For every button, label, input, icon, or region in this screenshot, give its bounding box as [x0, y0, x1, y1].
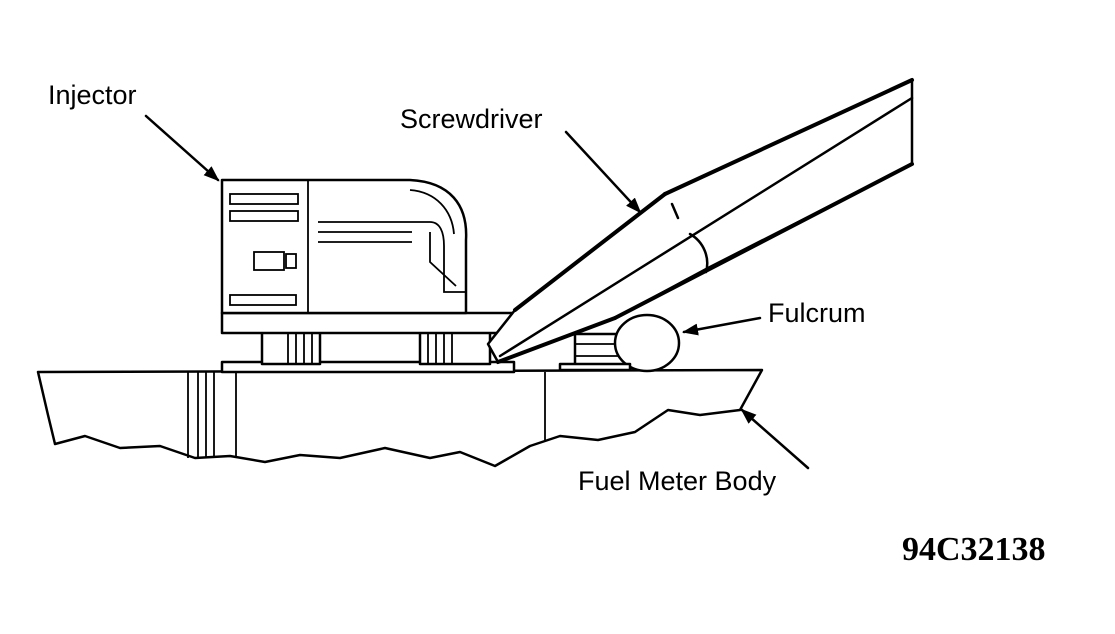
- fuel-meter-body: [36, 368, 764, 468]
- injector-leader-arrow: [144, 114, 220, 182]
- screwdriver-label: Screwdriver: [400, 104, 543, 134]
- fulcrum-leader-arrow: [682, 316, 762, 336]
- screwdriver-leader-arrow: [564, 130, 642, 214]
- fuel-meter-body-label: Fuel Meter Body: [578, 466, 777, 496]
- figure-code: 94C32138: [902, 531, 1046, 568]
- fuel-meter-body-leader-arrow: [740, 408, 810, 470]
- injector-label: Injector: [48, 80, 137, 110]
- screwdriver: [486, 78, 914, 364]
- injector: [220, 178, 518, 335]
- fulcrum-label: Fulcrum: [768, 298, 866, 328]
- fulcrum: [558, 313, 681, 373]
- leader-arrows: [144, 114, 810, 470]
- injector-base: [220, 328, 516, 374]
